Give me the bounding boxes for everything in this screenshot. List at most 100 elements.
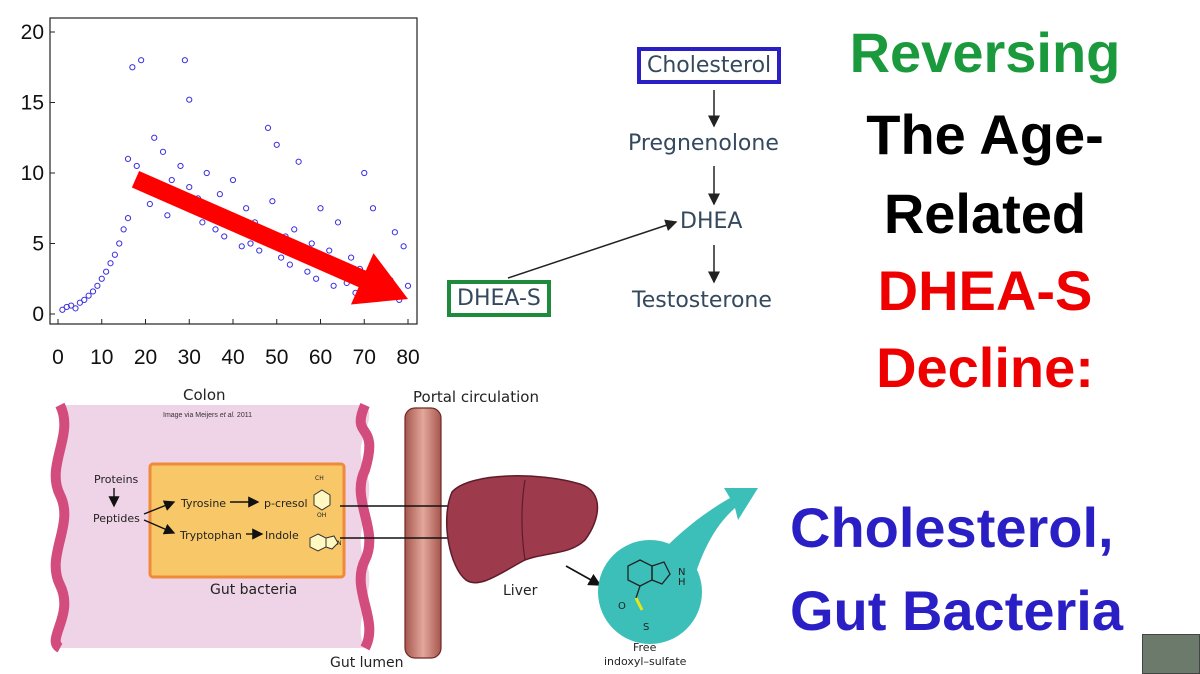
title-line-2: The Age-: [866, 103, 1104, 166]
scatter-point: [186, 184, 193, 191]
scatter-point: [146, 200, 153, 208]
scatter-point: [269, 198, 276, 205]
gut-liver-diagram: [50, 402, 758, 659]
x-tick-label: 40: [221, 346, 244, 369]
scatter-point: [98, 275, 105, 282]
x-tick-label: 60: [309, 346, 332, 369]
scatter-point: [243, 205, 250, 212]
scatter-point: [151, 134, 158, 141]
scatter-point: [317, 205, 324, 212]
scatter-point: [129, 64, 136, 71]
title-line-5: Decline:: [876, 336, 1094, 399]
y-tick-label: 10: [21, 162, 44, 185]
scatter-point: [120, 226, 127, 233]
scatter-point: [124, 215, 132, 222]
indoxyl-s-label: S: [643, 622, 650, 633]
credit-italic: et al.: [219, 412, 235, 419]
image-credit: Image via Meijers et al. 2011: [163, 412, 252, 419]
scatter-point: [308, 240, 315, 247]
scatter-point: [361, 169, 368, 177]
pcresol-molecule-icon: [313, 489, 331, 511]
scatter-point: [124, 155, 132, 162]
scatter-point: [400, 243, 407, 250]
scatter-point: [273, 141, 280, 148]
free-label: Free: [633, 641, 657, 654]
tyrosine-label: Tyrosine: [181, 497, 227, 510]
presenter-thumbnail: [1142, 634, 1200, 674]
liver-label: Liver: [503, 583, 538, 599]
x-tick-label: 70: [353, 346, 376, 369]
title-line-3: Related: [883, 182, 1087, 245]
indoxyl-o-label: O: [618, 601, 626, 612]
indoxyl-n-label: N: [678, 567, 686, 578]
arrow-liver-indoxyl: [565, 565, 602, 586]
scatter-point: [216, 191, 223, 198]
scatter-point: [85, 292, 92, 299]
scatter-point: [103, 268, 110, 275]
scatter-point: [68, 302, 75, 309]
liver-lobe-line: [521, 479, 526, 561]
x-tick-label: 20: [134, 346, 157, 369]
colon-wall-right: [355, 403, 375, 651]
indoxyl-h-label: H: [678, 577, 686, 588]
gut-bacteria-box: [148, 462, 346, 579]
x-tick-label: 80: [396, 346, 419, 369]
portal-circulation-label: Portal circulation: [413, 388, 539, 406]
pregnenolone-label: Pregnenolone: [628, 131, 779, 156]
title-line-4: DHEA-S: [877, 259, 1093, 322]
scatter-point: [111, 251, 118, 258]
portal-vein: [404, 407, 442, 659]
scatter-point: [168, 176, 175, 184]
scatter-point: [89, 288, 97, 295]
scatter-point: [304, 268, 311, 275]
scatter-point: [138, 57, 145, 64]
scatter-point: [72, 305, 79, 312]
scatter-point: [94, 282, 101, 289]
credit-prefix: Image via Meijers: [163, 412, 220, 419]
testosterone-label: Testosterone: [632, 288, 772, 313]
scatter-point: [133, 162, 140, 170]
scatter-point: [199, 219, 206, 226]
scatter-point: [164, 212, 171, 219]
title-line-1: Reversing: [849, 21, 1121, 84]
scatter-point: [278, 254, 285, 261]
scatter-point: [330, 282, 337, 289]
dheas-label: DHEA-S: [457, 286, 541, 311]
arrow-peptides-tryptophan: [143, 519, 176, 535]
colon-label: Colon: [183, 386, 226, 404]
cholesterol-label: Cholesterol: [647, 53, 772, 78]
scatter-point: [256, 247, 263, 254]
x-tick-label: 0: [52, 346, 64, 369]
credit-suffix: 2011: [234, 412, 252, 419]
scatter-point: [186, 96, 193, 103]
pcresol-label: p-cresol: [264, 497, 308, 510]
scatter-point: [334, 219, 342, 226]
scatter-point: [177, 162, 184, 170]
y-tick-label: 5: [32, 233, 44, 256]
scatter-point: [181, 57, 188, 64]
scatter-point: [369, 205, 377, 212]
x-tick-label: 30: [178, 346, 201, 369]
scatter-point: [159, 148, 167, 155]
scatter-point: [81, 296, 88, 303]
scatter-point: [286, 261, 293, 268]
dheas-box: DHEA-S: [447, 280, 551, 317]
scatter-point: [313, 275, 320, 282]
dhea-label: DHEA: [680, 209, 743, 234]
scatter-point: [348, 254, 355, 261]
arrow-peptides-tyrosine: [143, 500, 176, 515]
indole-molecule-icon: [309, 533, 339, 552]
scatter-point: [107, 260, 114, 267]
scatter-point: [291, 226, 298, 233]
indoxyl-sulfate-label: indoxyl–sulfate: [604, 655, 687, 668]
indoxyl-sulfate-molecule-icon: [627, 559, 671, 611]
gut-lumen-label: Gut lumen: [330, 655, 404, 671]
indole-label: Indole: [265, 529, 299, 542]
subtitle-line-1: Cholesterol,: [790, 496, 1114, 559]
pathway-arrows: [507, 90, 720, 284]
x-tick-label: 10: [90, 346, 113, 369]
y-tick-label: 15: [21, 92, 44, 115]
trend-arrow: [131, 170, 408, 305]
